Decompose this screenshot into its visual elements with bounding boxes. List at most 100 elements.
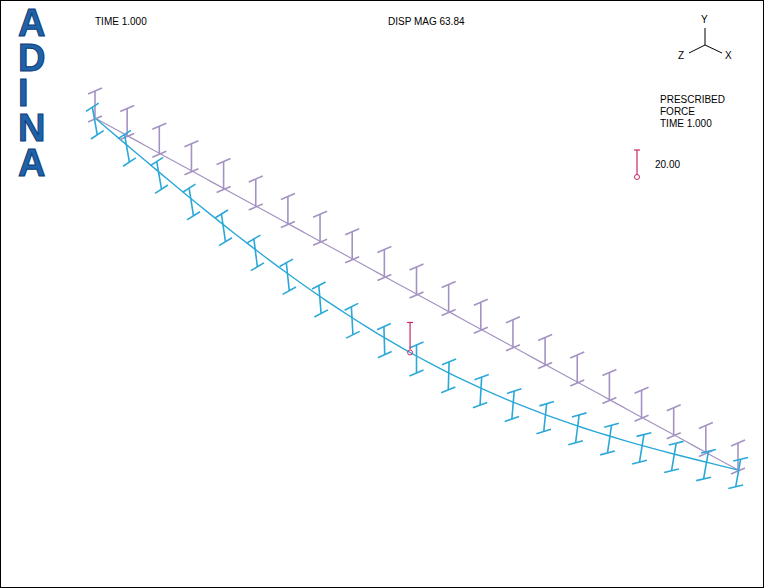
section-flange [632,458,647,466]
section-flange [152,123,166,129]
section-flange [378,351,392,357]
section-web [448,285,450,313]
section-flange [117,130,132,138]
deformed-section [377,323,392,357]
section-web [191,144,193,172]
section-flange [507,388,521,395]
section-flange [313,239,327,245]
section-flange [536,428,551,435]
axis-label: Z [678,50,684,62]
undeformed-section [474,299,488,333]
section-web [544,337,546,365]
section-flange [249,204,263,210]
deformed-section [728,455,748,491]
force-legend-arrow [634,150,640,180]
section-web [609,373,611,401]
deformed-section [505,388,522,423]
deformed-section [410,342,424,376]
section-flange [247,235,262,243]
section-flange [731,440,745,446]
deformed-section [664,439,683,475]
displacement-label: DISP MAG 63.84 [388,16,465,28]
section-flange [442,359,456,365]
section-flange [570,352,584,358]
section-web [319,214,321,242]
section-flange [568,439,583,447]
section-flange [701,447,716,455]
axis-label: X [725,50,732,62]
section-flange [570,380,584,386]
force-arrow [634,149,640,150]
load-legend-title: PRESCRIBED FORCE [660,94,732,118]
section-web [159,126,161,154]
load-legend-time: TIME 1.000 [660,118,712,130]
section-flange [313,211,327,217]
force-arrow [407,322,413,323]
section-web [383,327,385,355]
undeformed-section [184,141,198,175]
section-flange [410,292,424,298]
section-flange [733,455,748,463]
section-web [416,345,418,373]
section-web [223,161,225,189]
section-web [480,377,482,405]
axis-label: Y [701,14,708,26]
section-flange [410,342,424,348]
section-web [736,459,741,487]
deformed-section [344,303,360,338]
force-arrow [408,350,413,355]
section-web [351,232,353,260]
undeformed-section [152,123,166,157]
section-flange [345,229,359,235]
section-flange [572,411,587,419]
section-web [608,425,612,453]
section-flange [88,88,102,94]
section-flange [282,287,297,294]
section-web [576,415,580,443]
section-web [512,391,514,419]
section-flange [506,317,520,323]
undeformed-section [731,440,745,474]
undeformed-section [313,211,327,245]
undeformed-section [249,176,263,210]
section-flange [699,422,713,428]
deformed-section [632,430,651,466]
axis-line [689,45,705,53]
section-flange [122,158,137,166]
section-flange [635,415,649,421]
section-web [157,162,162,190]
section-flange [539,400,554,407]
section-web [125,135,130,163]
undeformed-section [345,229,359,263]
section-flange [279,259,294,266]
deformed-section [441,359,456,393]
section-flange [669,439,684,447]
section-flange [217,186,231,192]
section-web [384,249,386,277]
undeformed-section [120,106,134,140]
section-flange [474,374,488,381]
force-arrow [636,150,637,175]
section-flange [604,421,619,429]
section-flange [664,467,679,475]
section-web [416,267,418,295]
undeformed-section [506,317,520,351]
section-flange [474,299,488,305]
undeformed-section [570,352,584,386]
section-flange [249,176,263,182]
section-flange [600,449,615,457]
undeformed-section [667,405,681,439]
deformed-section [85,103,105,139]
section-flange [637,430,652,438]
section-web [640,435,644,463]
axis-line [705,45,722,53]
undeformed-beam [95,118,738,470]
section-flange [442,282,456,288]
section-flange [410,370,424,376]
section-web [641,390,643,418]
section-web [255,179,257,207]
section-flange [635,387,649,393]
section-web [672,443,677,471]
